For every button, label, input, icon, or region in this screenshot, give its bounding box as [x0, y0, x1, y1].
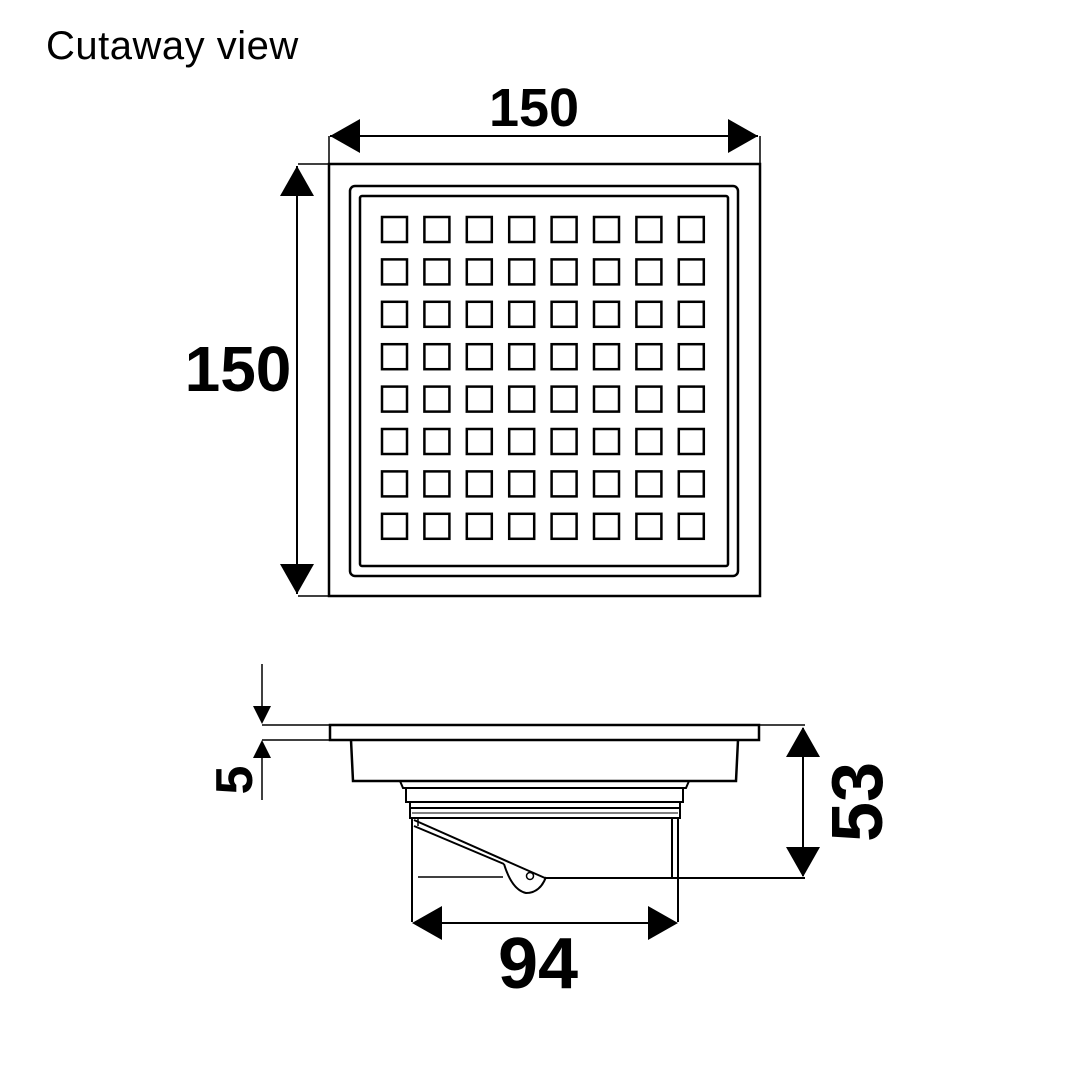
grate-hole: [380, 470, 409, 498]
grate-hole: [465, 215, 494, 244]
grate-hole: [635, 512, 663, 541]
body-housing: [349, 739, 740, 783]
outer-plate: [327, 162, 762, 598]
side-height-label: 53: [818, 762, 898, 842]
grate-hole: [635, 342, 663, 371]
flange-thickness-label: 5: [206, 766, 264, 795]
arrow-down-icon: [786, 847, 820, 877]
grate-hole: [423, 427, 451, 456]
grate-hole: [677, 512, 706, 541]
grate-hole: [380, 512, 409, 541]
grate-hole: [550, 342, 578, 371]
arrow-right-icon: [728, 119, 758, 153]
grate-hole: [677, 427, 706, 456]
grate-hole: [465, 342, 494, 371]
grate-hole: [677, 470, 706, 498]
grate-hole: [380, 300, 409, 329]
grate-hole: [423, 385, 451, 413]
grate-hole: [507, 300, 536, 329]
grate-hole: [677, 385, 706, 413]
grate-hole: [380, 427, 409, 456]
grate-hole: [423, 470, 451, 498]
grate-hole: [465, 512, 494, 541]
grate-hole: [550, 385, 578, 413]
arrow-left-icon: [330, 119, 360, 153]
grate-hole: [507, 342, 536, 371]
grate-hole: [550, 427, 578, 456]
grate-hole: [550, 215, 578, 244]
grate-hole: [507, 470, 536, 498]
grate-hole: [507, 512, 536, 541]
grate-hole: [380, 342, 409, 371]
grate-hole: [380, 385, 409, 413]
grate-hole: [635, 215, 663, 244]
grate-hole: [423, 342, 451, 371]
grate-hole: [592, 300, 621, 329]
body-width-label: 94: [498, 924, 578, 1004]
grate-hole: [423, 512, 451, 541]
grate-hole: [635, 470, 663, 498]
grate-hole: [465, 258, 494, 286]
grate-holes: [380, 215, 706, 541]
height-53-dimension: [786, 727, 820, 877]
grate-hole: [635, 300, 663, 329]
hinge-icon: [525, 871, 535, 881]
arrow-left-icon: [412, 906, 442, 940]
frame-outer: [348, 184, 740, 578]
width-dimension: [328, 119, 761, 164]
side-view: [253, 664, 820, 940]
frame-inner: [358, 194, 730, 568]
grate-hole: [677, 300, 706, 329]
grate-hole: [592, 512, 621, 541]
top-width-label: 150: [489, 78, 579, 138]
page-title: Cutaway view: [46, 24, 299, 68]
grate-hole: [507, 258, 536, 286]
arrow-up-icon: [253, 740, 271, 758]
grate-hole: [465, 470, 494, 498]
grate-hole: [635, 258, 663, 286]
grate-hole: [380, 215, 409, 244]
arrow-down-icon: [280, 564, 314, 594]
width-94-dimension: [412, 906, 678, 940]
flange-plate: [328, 723, 761, 742]
grate-hole: [550, 258, 578, 286]
grate-hole: [465, 300, 494, 329]
grate-hole: [507, 427, 536, 456]
arrow-right-icon: [648, 906, 678, 940]
height-dimension: [280, 163, 329, 597]
grate-hole: [423, 215, 451, 244]
arrow-up-icon: [280, 166, 314, 196]
grate-hole: [635, 427, 663, 456]
grate-hole: [550, 512, 578, 541]
flange-dimension: [253, 664, 330, 800]
grate-hole: [465, 427, 494, 456]
grate-hole: [592, 427, 621, 456]
arrow-down-icon: [253, 706, 271, 724]
grate-hole: [677, 258, 706, 286]
arrow-up-icon: [786, 727, 820, 757]
grate-hole: [507, 215, 536, 244]
grate-hole: [677, 215, 706, 244]
grate-hole: [423, 258, 451, 286]
grate-hole: [423, 300, 451, 329]
top-height-label: 150: [185, 333, 292, 405]
grate-hole: [507, 385, 536, 413]
grate-hole: [550, 300, 578, 329]
grate-hole: [635, 385, 663, 413]
grate-hole: [677, 342, 706, 371]
grate-hole: [465, 385, 494, 413]
grate-hole: [592, 342, 621, 371]
top-view: [280, 119, 762, 598]
grate-hole: [592, 385, 621, 413]
grate-hole: [550, 470, 578, 498]
grate-hole: [592, 258, 621, 286]
flap-valve: [413, 819, 805, 895]
grate-hole: [592, 470, 621, 498]
grate-hole: [592, 215, 621, 244]
grate-hole: [380, 258, 409, 286]
